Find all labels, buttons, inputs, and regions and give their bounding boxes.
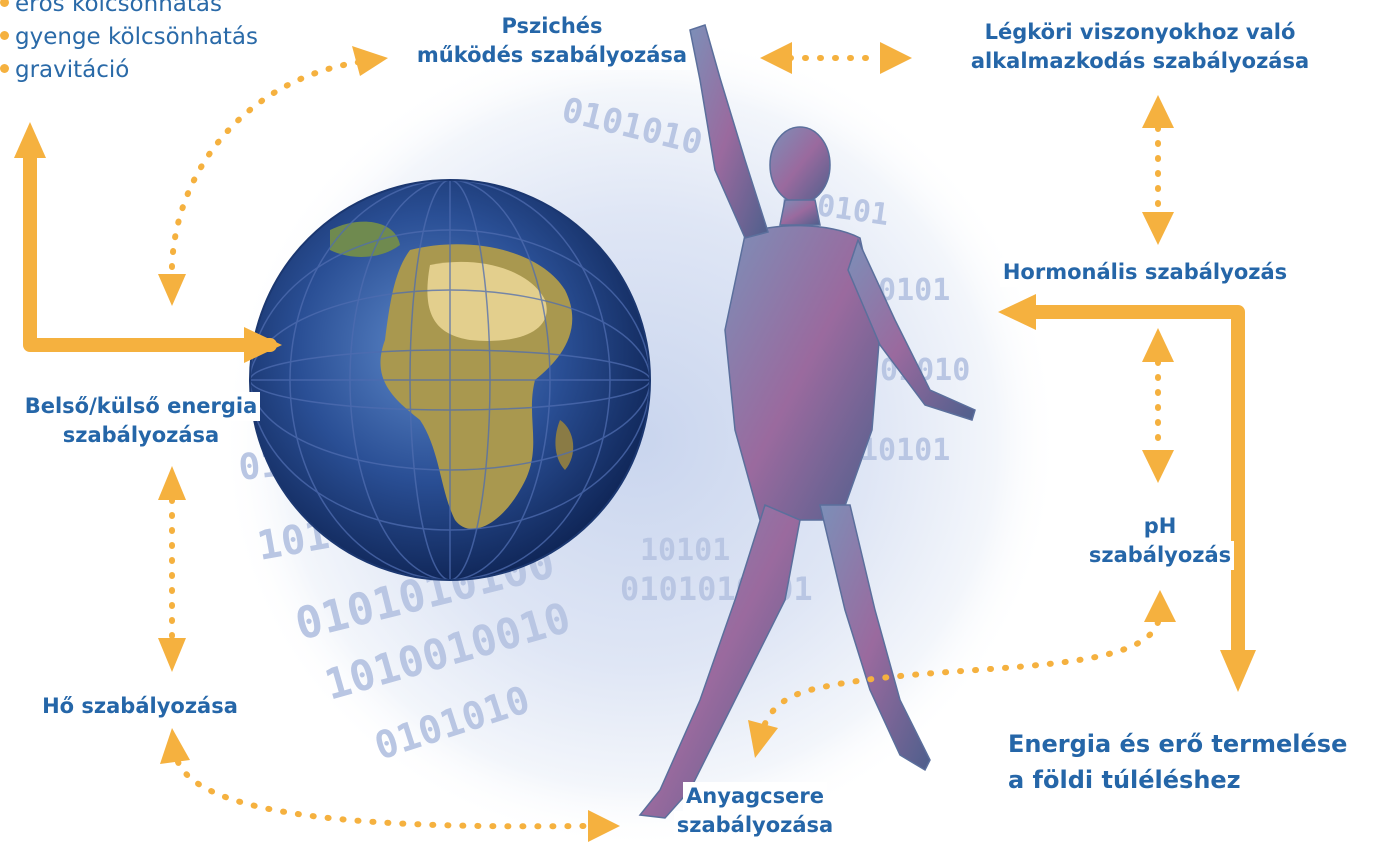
atmospheric-hormonal-dotted-arrow xyxy=(1142,95,1174,245)
forces-list-item: gravitáció xyxy=(0,54,258,87)
arrows-layer xyxy=(14,42,1256,842)
forces-bracket-arrow xyxy=(14,122,282,363)
psychic-atmospheric-dotted-arrow xyxy=(760,42,912,74)
heat-metabolism-dotted-arrow xyxy=(160,728,620,842)
svg-text:10101: 10101 xyxy=(640,533,730,568)
label-hormonal-regulation: Hormonális szabályozás xyxy=(975,258,1315,287)
label-energy-survival: Energia és erő termelése a földi túlélés… xyxy=(1008,730,1348,794)
svg-text:10101: 10101 xyxy=(860,433,950,468)
human-figure-illustration xyxy=(638,24,976,819)
background-illustration: 0101010 010101 10101 01010 10101 01010 1… xyxy=(220,24,1060,847)
bullet-dot-icon xyxy=(0,31,9,40)
ph-metabolism-dotted-arrow xyxy=(748,590,1176,758)
forces-list: erős kölcsönhatás gyenge kölcsönhatás gr… xyxy=(0,0,258,87)
label-metabolism-regulation: Anyagcsere szabályozása xyxy=(640,782,870,840)
bullet-dot-icon xyxy=(0,0,9,7)
label-energy-regulation: Belső/külső energia szabályozása xyxy=(0,392,282,450)
energy-heat-dotted-arrow xyxy=(158,466,186,672)
label-heat-regulation: Hő szabályozása xyxy=(20,692,260,721)
bullet-dot-icon xyxy=(0,64,9,73)
label-psychic-regulation: Pszichés működés szabályozása xyxy=(398,12,706,70)
forces-list-item: erős kölcsönhatás xyxy=(0,0,258,21)
psychic-energy-dotted-arrow xyxy=(158,46,388,306)
forces-list-item: gyenge kölcsönhatás xyxy=(0,21,258,54)
hormonal-ph-dotted-arrow xyxy=(1142,328,1174,483)
label-ph-regulation: pH szabályozás xyxy=(1050,512,1270,570)
label-atmospheric-regulation: Légköri viszonyokhoz való alkalmazkodás … xyxy=(940,18,1340,76)
globe-illustration xyxy=(249,179,651,581)
hormonal-survival-bracket-arrow xyxy=(998,294,1256,692)
